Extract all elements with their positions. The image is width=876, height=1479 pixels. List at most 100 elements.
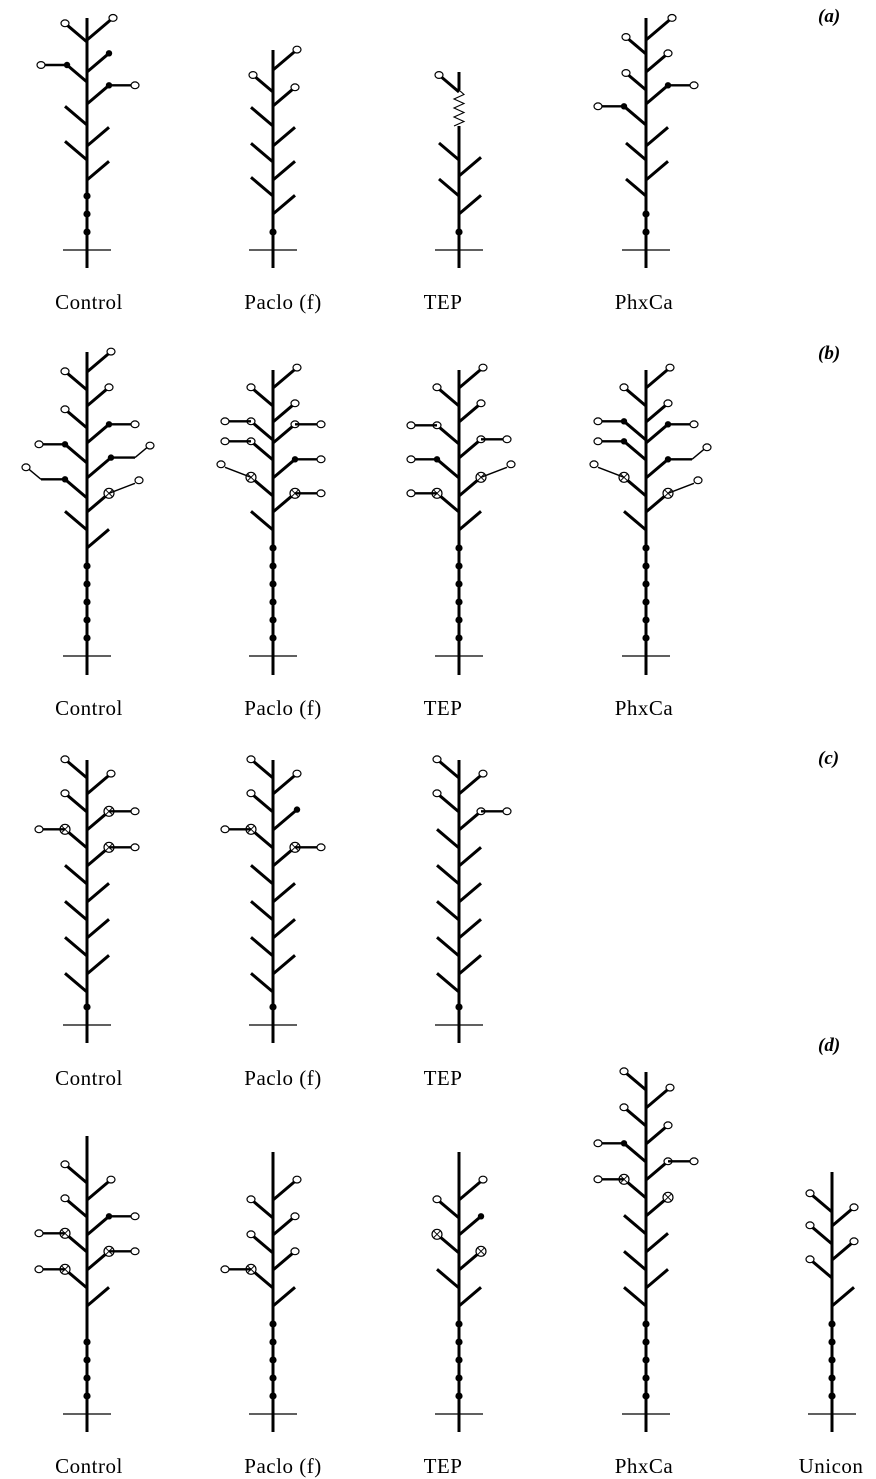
branch xyxy=(272,1215,296,1237)
plant-label-c-control: Control xyxy=(55,1066,123,1090)
filled-circle-icon xyxy=(83,580,91,588)
branch xyxy=(436,936,460,958)
branch xyxy=(458,918,482,940)
crossed-circle-stroke xyxy=(433,1230,441,1239)
filled-circle-icon xyxy=(642,1338,650,1346)
branch xyxy=(436,758,460,780)
lateral-shoot xyxy=(224,466,252,478)
branch xyxy=(809,1224,833,1246)
open-circle-icon xyxy=(316,455,326,464)
branch xyxy=(436,1268,460,1290)
filled-circle-icon xyxy=(642,1356,650,1364)
open-circle-icon xyxy=(220,417,230,426)
open-circle-icon xyxy=(589,460,599,469)
open-circle-icon xyxy=(406,489,416,498)
branch xyxy=(623,1250,647,1272)
plant-label-d-tep: TEP xyxy=(423,1454,463,1478)
filled-circle-icon xyxy=(642,598,650,606)
branch xyxy=(272,1286,296,1308)
open-circle-icon xyxy=(290,83,300,92)
branch xyxy=(64,758,88,780)
branch xyxy=(272,772,298,796)
branch xyxy=(86,1178,112,1202)
branch xyxy=(250,1233,274,1255)
filled-circle-icon xyxy=(455,228,463,236)
crossed-circle-stroke xyxy=(664,1193,672,1202)
branch xyxy=(64,408,88,430)
branch xyxy=(436,386,460,408)
branch xyxy=(64,1163,88,1185)
filled-circle-icon xyxy=(83,228,91,236)
filled-circle-icon xyxy=(83,1374,91,1382)
open-circle-icon xyxy=(665,363,675,372)
branch xyxy=(458,1215,482,1237)
open-circle-icon xyxy=(478,363,488,372)
panel-label-b: (b) xyxy=(818,343,841,364)
open-circle-icon xyxy=(220,1265,230,1274)
branch xyxy=(458,156,482,178)
branch xyxy=(645,52,669,74)
branch xyxy=(272,194,296,216)
branch xyxy=(438,73,460,94)
plant-label-c-tep: TEP xyxy=(423,1066,463,1090)
filled-circle-icon xyxy=(83,634,91,642)
filled-circle-icon xyxy=(83,1392,91,1400)
branch xyxy=(86,1286,110,1308)
open-circle-icon xyxy=(478,769,488,778)
filled-circle-icon xyxy=(269,598,277,606)
filled-circle-icon xyxy=(455,634,463,642)
open-circle-icon xyxy=(432,1195,442,1204)
open-circle-icon xyxy=(316,489,326,498)
branch xyxy=(436,828,460,850)
branch xyxy=(64,972,88,994)
open-circle-icon xyxy=(292,769,302,778)
plant-label-d-paclo: Paclo (f) xyxy=(244,1454,322,1478)
filled-circle-icon xyxy=(455,616,463,624)
filled-circle-icon xyxy=(642,1374,650,1382)
open-circle-icon xyxy=(60,405,70,414)
branch xyxy=(86,772,112,796)
filled-circle-icon xyxy=(455,1338,463,1346)
branch xyxy=(64,22,88,44)
plant-label-d-control: Control xyxy=(55,1454,123,1478)
branch xyxy=(458,810,482,832)
plant-label-a-control: Control xyxy=(55,290,123,314)
branch xyxy=(250,386,274,408)
branch xyxy=(86,954,110,976)
branch xyxy=(86,126,110,148)
filled-circle-icon xyxy=(828,1392,836,1400)
filled-circle-icon xyxy=(83,210,91,218)
filled-circle-icon xyxy=(83,598,91,606)
branch xyxy=(250,900,274,922)
open-circle-icon xyxy=(663,399,673,408)
filled-circle-icon xyxy=(269,1374,277,1382)
filled-circle-icon xyxy=(83,1338,91,1346)
branch xyxy=(86,882,110,904)
branch xyxy=(436,458,460,480)
branch xyxy=(64,792,88,814)
filled-circle-icon xyxy=(642,562,650,570)
filled-circle-icon xyxy=(269,544,277,552)
branch xyxy=(831,1286,855,1308)
filled-circle-icon xyxy=(83,1003,91,1011)
filled-circle-icon xyxy=(828,1374,836,1382)
branch xyxy=(250,758,274,780)
filled-circle-icon xyxy=(455,580,463,588)
branch xyxy=(86,52,110,74)
branch xyxy=(645,1124,669,1146)
branch xyxy=(458,1286,482,1308)
open-circle-icon xyxy=(108,13,118,22)
open-circle-icon xyxy=(106,1175,116,1184)
filled-circle-icon xyxy=(269,634,277,642)
branch xyxy=(623,1214,647,1236)
branch xyxy=(645,458,669,480)
filled-circle-icon xyxy=(455,1374,463,1382)
open-circle-icon xyxy=(104,383,114,392)
branch xyxy=(64,510,88,532)
branch xyxy=(625,177,647,198)
branch xyxy=(436,864,460,886)
filled-circle-icon xyxy=(642,228,650,236)
open-circle-icon xyxy=(619,1067,629,1076)
open-circle-icon xyxy=(316,843,326,852)
lateral-shoot xyxy=(28,468,42,480)
